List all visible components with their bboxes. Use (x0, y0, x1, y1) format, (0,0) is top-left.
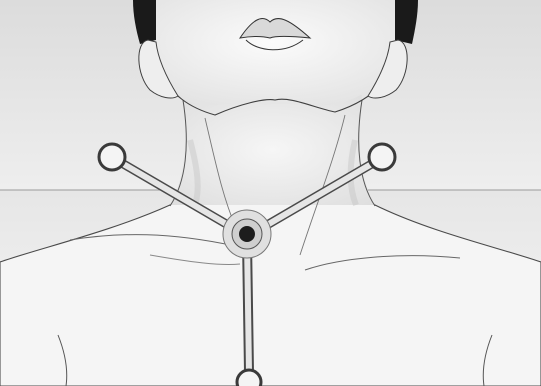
drain-ring-left (99, 144, 125, 170)
neck (170, 95, 375, 205)
face (150, 0, 395, 106)
drain-junction (239, 226, 255, 242)
drain-ring-bottom (237, 370, 261, 386)
drain-ring-right (369, 144, 395, 170)
